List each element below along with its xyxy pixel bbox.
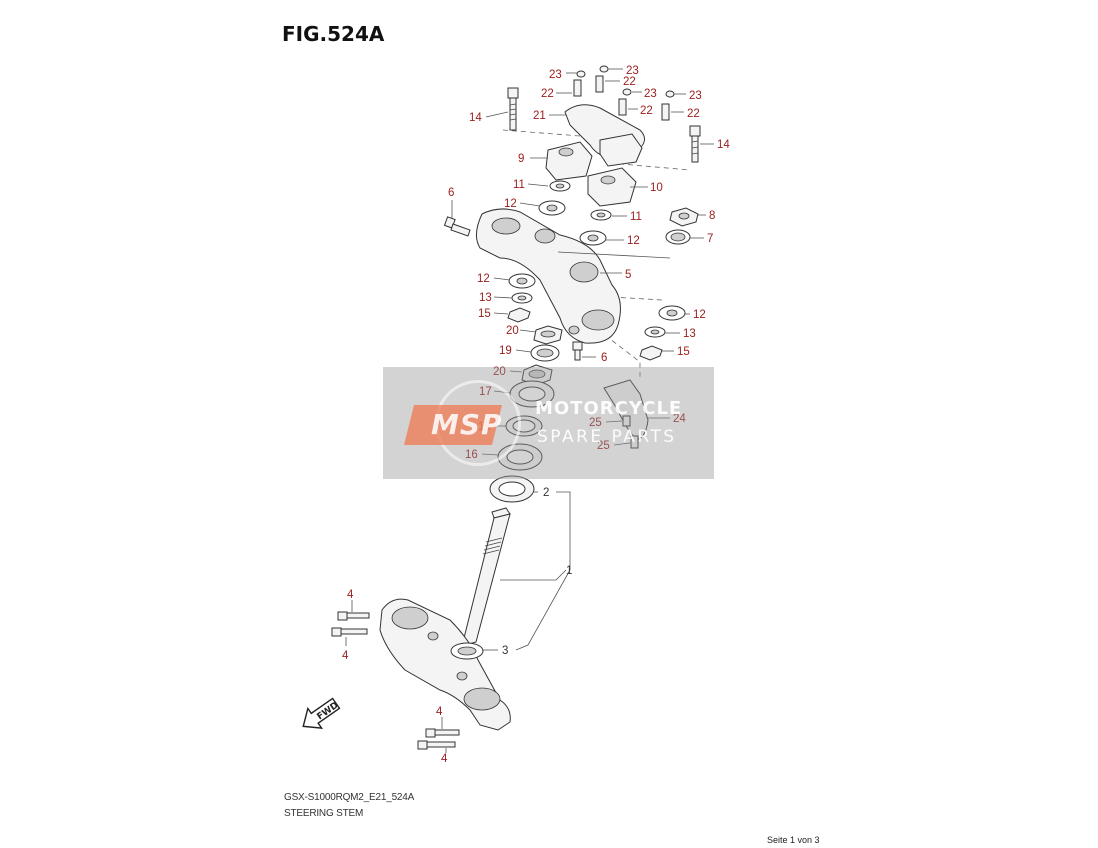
callout-23: 23 [689,90,702,102]
callout-9: 9 [518,153,524,165]
callout-25: 25 [589,417,602,429]
upper-bracket-5 [476,208,621,344]
diagram-caption: STEERING STEM [284,808,364,819]
callout-11: 11 [630,211,642,223]
callout-12: 12 [477,273,490,285]
callout-14: 14 [469,112,482,124]
callout-4: 4 [347,589,354,601]
callout-21: 21 [533,110,546,122]
bolt-14-left [507,87,519,131]
callout-22: 22 [623,76,636,88]
bolt-4-group [331,611,460,750]
handlebar-holder-9 [545,141,593,181]
bolt-14-right [689,125,701,163]
steering-stem-1 [379,507,511,731]
callout-7: 7 [707,233,713,245]
handlebar-holder-10 [587,167,637,207]
callout-13: 13 [683,328,696,340]
callout-12: 12 [693,309,706,321]
bolt-6-upper [443,216,471,237]
callout-20: 20 [506,325,519,337]
callout-10: 10 [650,182,663,194]
nut-15 [507,307,531,323]
callout-4: 4 [436,706,443,718]
page-indicator: Seite 1 von 3 [767,835,820,845]
callout-19: 19 [499,345,512,357]
callout-25: 25 [597,440,610,452]
callout-24: 24 [673,413,686,425]
nut-15 [639,345,663,361]
handlebar-holder-top-right [599,133,643,167]
diagram-code: GSX-S1000RQM2_E21_524A [284,792,415,803]
callout-12: 12 [504,198,517,210]
callout-1: 1 [566,565,572,577]
callout-22: 22 [640,105,653,117]
callout-12: 12 [627,235,640,247]
bolt-25 [622,415,631,427]
watermark-line2: SPARE PARTS [537,427,677,447]
alignment-line [604,334,641,380]
bolt-6-lower [572,341,583,361]
callout-labels: 23 23 23 23 22 22 22 22 21 14 14 9 10 11… [342,65,730,765]
callout-4: 4 [342,650,349,662]
watermark-monogram: MSP [431,408,503,441]
callout-20: 20 [493,366,506,378]
callout-2: 2 [543,487,549,499]
figure-title: FIG.524A [282,22,385,46]
callout-22: 22 [687,108,700,120]
watermark: MSP MOTORCYCLE SPARE PARTS [383,367,714,479]
bolt-22-group [573,75,670,121]
callout-14: 14 [717,139,730,151]
bolt-25 [630,435,639,449]
callout-4: 4 [441,753,448,765]
callout-15: 15 [677,346,690,358]
callout-6: 6 [448,187,454,199]
watermark-line1: MOTORCYCLE [535,398,683,419]
callout-5: 5 [625,269,631,281]
bracket-24 [603,379,649,441]
alignment-line [502,129,581,137]
fwd-arrow-icon: FWD [302,697,340,729]
callout-23: 23 [549,69,562,81]
callout-15: 15 [478,308,491,320]
callout-23: 23 [644,88,657,100]
callout-3: 3 [502,645,508,657]
callout-8: 8 [709,210,715,222]
callout-22: 22 [541,88,554,100]
callout-6: 6 [601,352,607,364]
callout-23: 23 [626,65,639,77]
callout-13: 13 [479,292,492,304]
callout-11: 11 [513,179,525,191]
